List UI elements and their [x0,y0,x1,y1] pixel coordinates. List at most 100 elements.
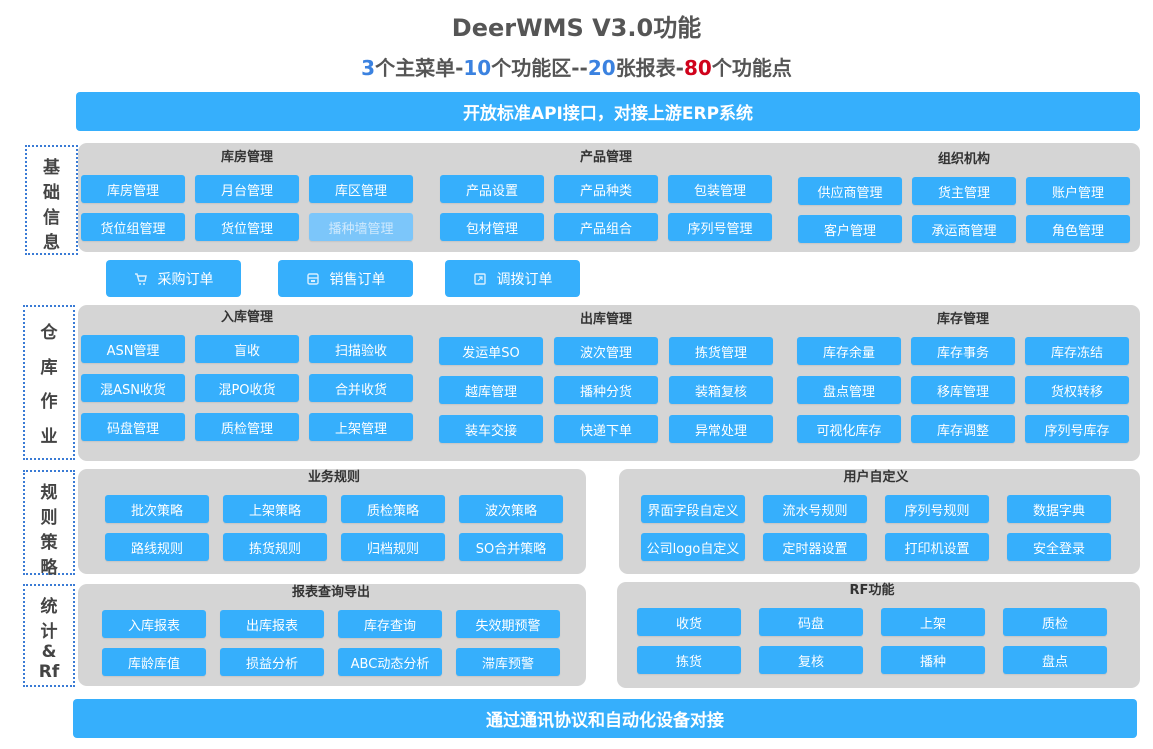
feature-button[interactable]: 安全登录 [1007,533,1111,561]
feature-button[interactable]: 合并收货 [309,374,413,402]
feature-button[interactable]: 界面字段自定义 [641,495,745,523]
order-label: 调拨订单 [496,271,553,288]
group-rf: RF功能收货码盘上架质检拣货复核播种盘点 [637,580,1107,674]
feature-button[interactable]: 波次管理 [554,337,658,365]
feature-button[interactable]: 收货 [637,608,741,636]
feature-button[interactable]: 质检策略 [341,495,445,523]
feature-button[interactable]: 路线规则 [105,533,209,561]
side-label-char: 基 [43,158,60,178]
feature-button[interactable]: 出库报表 [220,610,324,638]
button-grid: 界面字段自定义流水号规则序列号规则数据字典公司logo自定义定时器设置打印机设置… [641,495,1111,561]
feature-button[interactable]: 盲收 [195,335,299,363]
transfer-order-button[interactable]: 调拨订单 [445,260,580,297]
feature-button[interactable]: 客户管理 [798,215,902,243]
side-label-char: 统 [40,597,58,617]
feature-button[interactable]: 库存调整 [911,415,1015,443]
subtitle-text: 张报表- [615,56,684,80]
feature-button[interactable]: 拣货规则 [223,533,327,561]
feature-button[interactable]: 质检 [1003,608,1107,636]
group-inventory: 库存管理库存余量库存事务库存冻结盘点管理移库管理货权转移可视化库存库存调整序列号… [797,309,1129,443]
group-warehouse: 库房管理库房管理月台管理库区管理货位组管理货位管理播种墙管理 [81,147,413,241]
feature-button[interactable]: 包装管理 [668,175,772,203]
feature-button[interactable]: 库存余量 [797,337,901,365]
side-label-char: 策 [40,533,58,553]
feature-button[interactable]: 拣货 [637,646,741,674]
feature-button[interactable]: 移库管理 [911,376,1015,404]
feature-button[interactable]: 包材管理 [440,213,544,241]
feature-button[interactable]: 数据字典 [1007,495,1111,523]
feature-button[interactable]: 库存冻结 [1025,337,1129,365]
feature-button[interactable]: 货位组管理 [81,213,185,241]
feature-button[interactable]: 播种分货 [554,376,658,404]
feature-button[interactable]: 供应商管理 [798,177,902,205]
feature-button[interactable]: 归档规则 [341,533,445,561]
feature-button[interactable]: 盘点管理 [797,376,901,404]
feature-button[interactable]: 月台管理 [195,175,299,203]
side-label-basic-info: 基础信息 [25,145,78,255]
feature-button[interactable]: 发运单SO [439,337,543,365]
feature-button[interactable]: ABC动态分析 [338,648,442,676]
feature-button[interactable]: 货权转移 [1025,376,1129,404]
feature-button[interactable]: 码盘 [759,608,863,636]
feature-button[interactable]: 定时器设置 [763,533,867,561]
menu-count: 3 [361,56,376,80]
cart-icon [134,272,147,285]
feature-button[interactable]: 序列号库存 [1025,415,1129,443]
feature-button[interactable]: 质检管理 [195,413,299,441]
purchase-order-button[interactable]: 采购订单 [106,260,241,297]
feature-button[interactable]: 账户管理 [1026,177,1130,205]
feature-button[interactable]: 库区管理 [309,175,413,203]
feature-button[interactable]: 码盘管理 [81,413,185,441]
feature-button[interactable]: 产品组合 [554,213,658,241]
feature-button[interactable]: 播种墙管理 [309,213,413,241]
feature-button[interactable]: 上架管理 [309,413,413,441]
feature-button[interactable]: 越库管理 [439,376,543,404]
subtitle-text: 个主菜单- [375,56,464,80]
feature-button[interactable]: 库存查询 [338,610,442,638]
feature-button[interactable]: 上架策略 [223,495,327,523]
button-grid: ASN管理盲收扫描验收混ASN收货混PO收货合并收货码盘管理质检管理上架管理 [81,335,413,441]
feature-button[interactable]: 波次策略 [459,495,563,523]
feature-button[interactable]: 序列号规则 [885,495,989,523]
feature-button[interactable]: 承运商管理 [912,215,1016,243]
feature-button[interactable]: 打印机设置 [885,533,989,561]
group-title: 入库管理 [220,310,273,325]
feature-button[interactable]: 产品种类 [554,175,658,203]
feature-button[interactable]: 复核 [759,646,863,674]
feature-button[interactable]: ASN管理 [81,335,185,363]
feature-button[interactable]: 混PO收货 [195,374,299,402]
feature-button[interactable]: 可视化库存 [797,415,901,443]
feature-count: 80 [684,56,712,80]
feature-button[interactable]: 序列号管理 [668,213,772,241]
feature-button[interactable]: 库存事务 [911,337,1015,365]
feature-button[interactable]: 播种 [881,646,985,674]
feature-button[interactable]: 混ASN收货 [81,374,185,402]
feature-button[interactable]: 角色管理 [1026,215,1130,243]
feature-button[interactable]: 装车交接 [439,415,543,443]
side-label-char: 业 [40,427,58,448]
feature-button[interactable]: 异常处理 [669,415,773,443]
feature-button[interactable]: 货主管理 [912,177,1016,205]
feature-button[interactable]: 批次策略 [105,495,209,523]
button-grid: 发运单SO 波次管理拣货管理越库管理播种分货装箱复核装车交接快递下单异常处理 [439,337,773,443]
feature-button[interactable]: 货位管理 [195,213,299,241]
feature-button[interactable]: 上架 [881,608,985,636]
report-count: 20 [587,56,616,80]
feature-button[interactable]: 入库报表 [102,610,206,638]
feature-button[interactable]: 装箱复核 [669,376,773,404]
feature-button[interactable]: 扫描验收 [309,335,413,363]
feature-button[interactable]: SO合并策略 [459,533,563,561]
feature-button[interactable]: 公司logo自定义 [641,533,745,561]
sales-order-button[interactable]: 销售订单 [278,260,413,297]
feature-button[interactable]: 损益分析 [220,648,324,676]
feature-button[interactable]: 拣货管理 [669,337,773,365]
feature-button[interactable]: 快递下单 [554,415,658,443]
feature-button[interactable]: 失效期预警 [456,610,560,638]
side-label-char: 仓 [40,322,58,343]
feature-button[interactable]: 产品设置 [440,175,544,203]
feature-button[interactable]: 流水号规则 [763,495,867,523]
feature-button[interactable]: 盘点 [1003,646,1107,674]
feature-button[interactable]: 滞库预警 [456,648,560,676]
feature-button[interactable]: 库房管理 [81,175,185,203]
feature-button[interactable]: 库龄库值 [102,648,206,676]
